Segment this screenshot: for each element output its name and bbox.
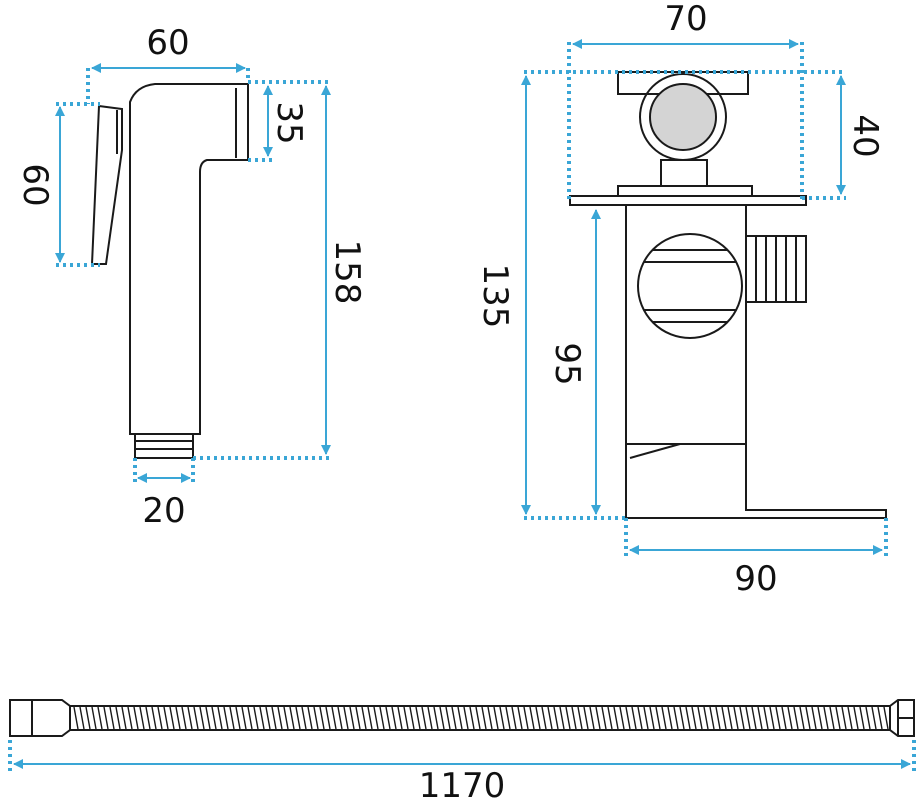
spray-body [129,83,249,435]
hose-left-nut [9,699,71,737]
label-valve-width: 70 [664,0,707,39]
valve-lever [625,443,887,519]
label-spray-head-height: 35 [269,101,309,144]
spray-thread [134,433,194,459]
label-spray-thread: 20 [142,491,185,531]
hose-dimension: 1170 [8,740,916,802]
label-spray-total-height: 158 [327,240,367,305]
label-spray-lever-height: 60 [15,163,55,206]
label-valve-depth: 90 [734,559,777,599]
hose [9,699,915,737]
valve-wall-plate [569,195,807,206]
valve [569,71,887,519]
label-spray-width: 60 [146,23,189,63]
valve-dimensions: 70 40 135 95 90 [475,0,888,599]
spray-dimensions: 60 60 35 158 20 [15,23,367,531]
valve-body [625,205,747,445]
spray-lever [90,104,123,265]
valve-top-knob [649,83,717,151]
valve-knob [637,233,743,339]
label-hose-length: 1170 [419,766,506,802]
label-valve-top-height: 40 [845,114,885,157]
spray-head [90,83,249,459]
label-valve-body-height: 95 [547,342,587,385]
label-valve-total-height: 135 [475,264,515,329]
